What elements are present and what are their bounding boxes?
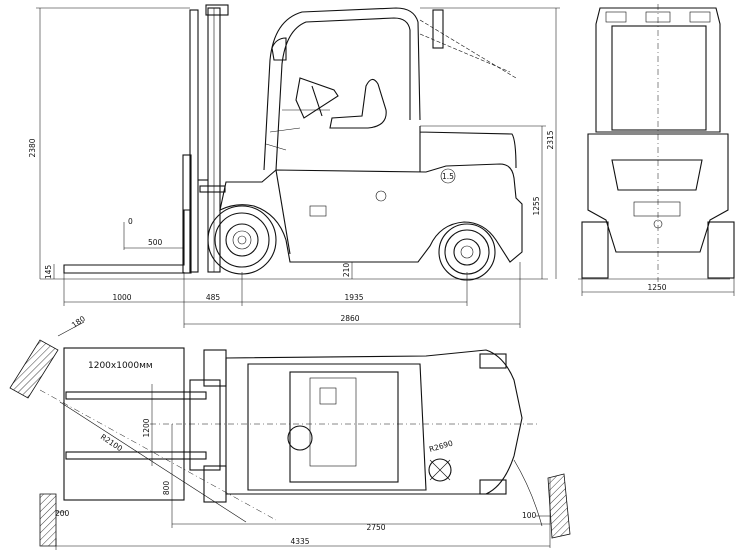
dim-turn-corner: 180 (70, 314, 87, 330)
mast (182, 4, 229, 274)
dim-front-overhang: 485 (206, 293, 221, 302)
cab (263, 7, 517, 171)
dim-fork-thickness: 145 (44, 265, 53, 280)
front-view: 1250 (578, 4, 735, 296)
cab-badge-label: 1.5 (442, 172, 454, 181)
wall-right-bottom (547, 473, 571, 539)
dim-outer-radius: R2690 (428, 439, 454, 454)
dim-left-gap: 200 (55, 509, 70, 518)
load-size-label: 1200x1000мм (88, 361, 153, 371)
dim-aisle-length: 2750 (366, 523, 385, 532)
dim-cab-height: 2315 (546, 130, 555, 149)
dim-wheelbase: 1935 (344, 293, 363, 302)
rear-wheel (438, 223, 496, 281)
seat-steering (265, 77, 387, 151)
wall-corner-left-top (9, 339, 59, 399)
wall-left-bottom (39, 493, 57, 547)
dim-lift-start: 0 (128, 217, 133, 226)
dim-carriage-width: 1200 (142, 418, 151, 437)
dim-lift-offset: 500 (148, 238, 163, 247)
load-pallet (63, 347, 185, 501)
dim-right-gap: 100 (522, 511, 537, 520)
top-view: 1200x1000мм 180 1200 800 (9, 314, 571, 550)
dim-length-to-fork-face: 2860 (340, 314, 359, 323)
dim-ground-clearance: 210 (342, 263, 351, 278)
dim-fork-length: 1000 (112, 293, 131, 302)
dim-track-width: 1250 (647, 283, 666, 292)
front-wheel (207, 205, 277, 275)
forks (63, 209, 191, 274)
dim-total-length: 4335 (290, 537, 309, 546)
dim-hood-height: 1255 (532, 196, 541, 215)
side-view: 1.5 2380 2315 1255 145 210 (28, 4, 560, 328)
truck-body: 1.5 (219, 126, 523, 263)
dim-fork-spread: 800 (162, 481, 171, 496)
dim-overall-height: 2380 (28, 138, 37, 157)
